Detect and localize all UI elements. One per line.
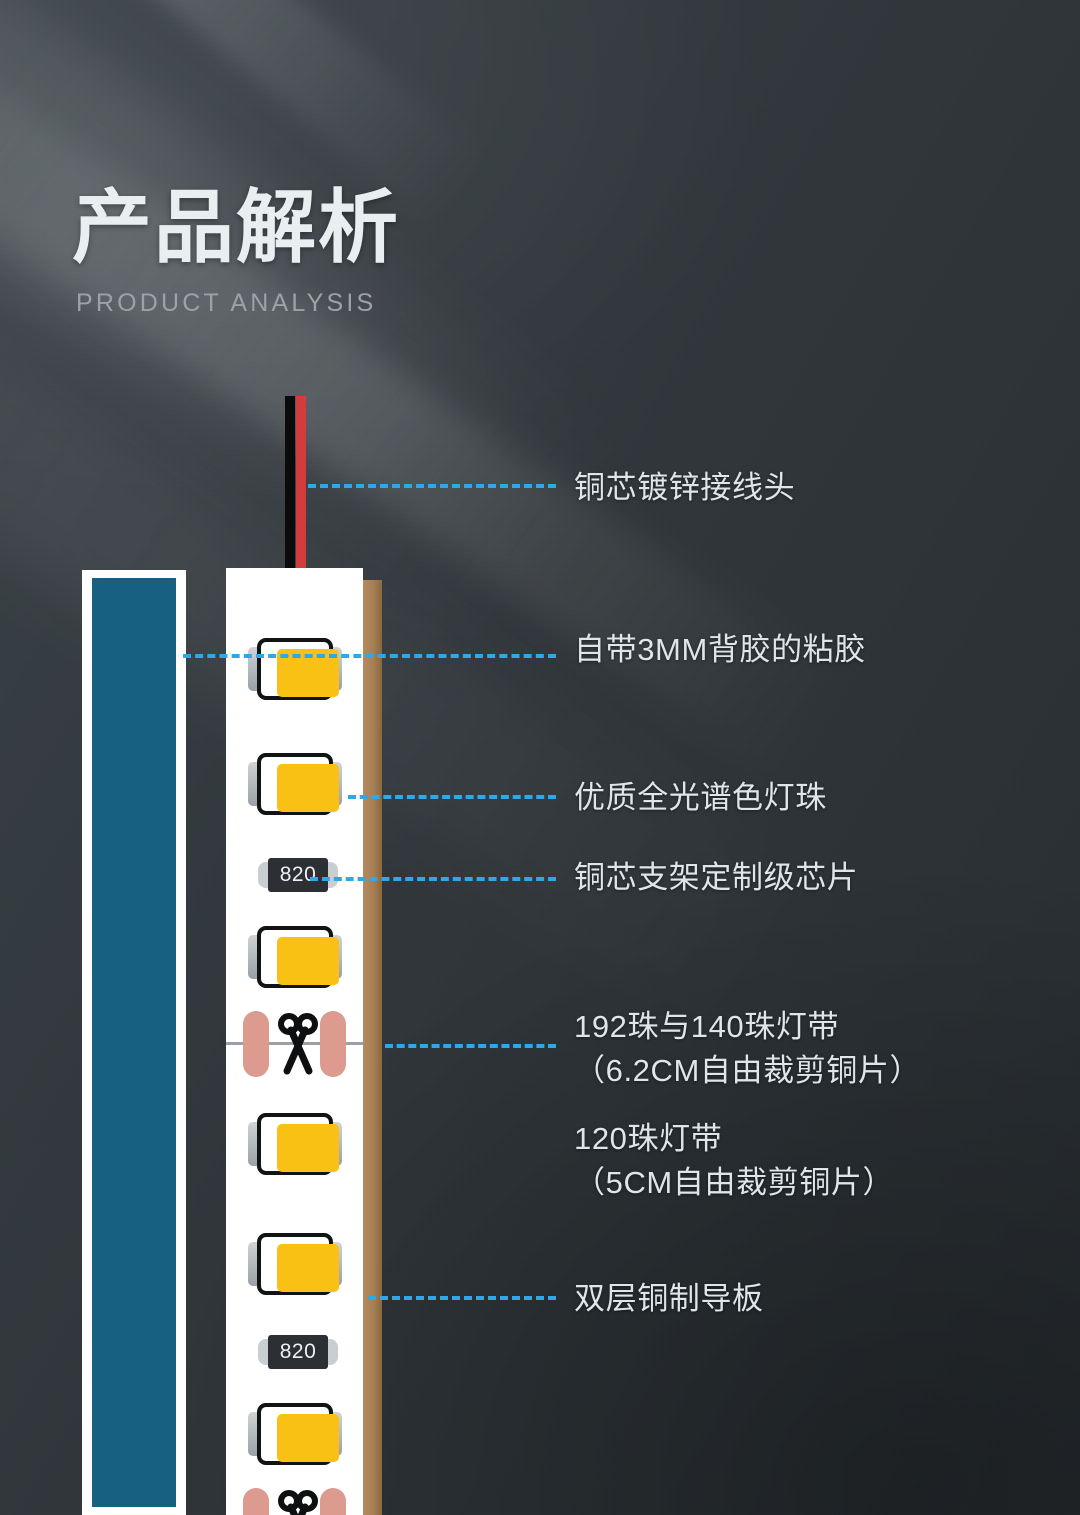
wire-black [285, 396, 295, 572]
resistor-820: 820 [258, 1335, 338, 1369]
led-body [257, 1403, 339, 1465]
scissors-icon [278, 1490, 318, 1515]
leader-line-copper-chip [310, 877, 556, 881]
cut-solder-pad-right [320, 1011, 346, 1077]
resistor-code-label: 820 [268, 858, 328, 892]
copper-backing-layer [363, 580, 382, 1515]
annotation-double-layer: 双层铜制导板 [574, 1281, 764, 1316]
cut-solder-pad-right [320, 1488, 346, 1515]
annotation-wire-terminal: 铜芯镀锌接线头 [574, 470, 796, 505]
leader-line-adhesive [183, 654, 556, 658]
wire-red [296, 396, 306, 572]
led-phosphor-chip [277, 1124, 339, 1172]
blue-bar-fill [92, 578, 176, 1507]
led-body [257, 926, 339, 988]
led-bead [248, 926, 342, 988]
annotation-cut-spec-120: 120珠灯带 （5CM自由裁剪铜片） [574, 1121, 895, 1200]
led-phosphor-chip [277, 764, 339, 812]
cut-mark [226, 1011, 363, 1077]
led-body [257, 1113, 339, 1175]
led-bead [248, 1113, 342, 1175]
resistor-820: 820 [258, 858, 338, 892]
led-phosphor-chip [277, 1244, 339, 1292]
led-bead [248, 1233, 342, 1295]
blue-reference-bar [82, 570, 186, 1515]
light-beam-1 [0, 0, 619, 644]
scissors-icon [278, 1013, 318, 1075]
led-bead [248, 638, 342, 700]
page-title: 产品解析 [72, 183, 400, 272]
page-subtitle: PRODUCT ANALYSIS [76, 289, 377, 317]
led-body [257, 638, 339, 700]
led-body [257, 753, 339, 815]
leader-line-cut-spec [385, 1044, 556, 1048]
leader-line-led-bead [348, 795, 556, 799]
annotation-copper-chip: 铜芯支架定制级芯片 [574, 860, 859, 895]
cut-mark [226, 1488, 363, 1515]
led-body [257, 1233, 339, 1295]
led-bead [248, 1403, 342, 1465]
led-bead [248, 753, 342, 815]
annotation-adhesive-backing: 自带3MM背胶的粘胶 [574, 632, 866, 667]
annotation-led-bead: 优质全光谱色灯珠 [574, 780, 827, 815]
leader-line-wire-terminal [308, 484, 556, 488]
resistor-code-label: 820 [268, 1335, 328, 1369]
cut-solder-pad-left [243, 1488, 269, 1515]
led-strip-body: 820 [226, 568, 363, 1515]
leader-line-double-layer [368, 1296, 556, 1300]
led-phosphor-chip [277, 1414, 339, 1462]
led-phosphor-chip [277, 937, 339, 985]
annotation-cut-spec-192: 192珠与140珠灯带 （6.2CM自由裁剪铜片） [574, 1009, 922, 1088]
cut-solder-pad-left [243, 1011, 269, 1077]
